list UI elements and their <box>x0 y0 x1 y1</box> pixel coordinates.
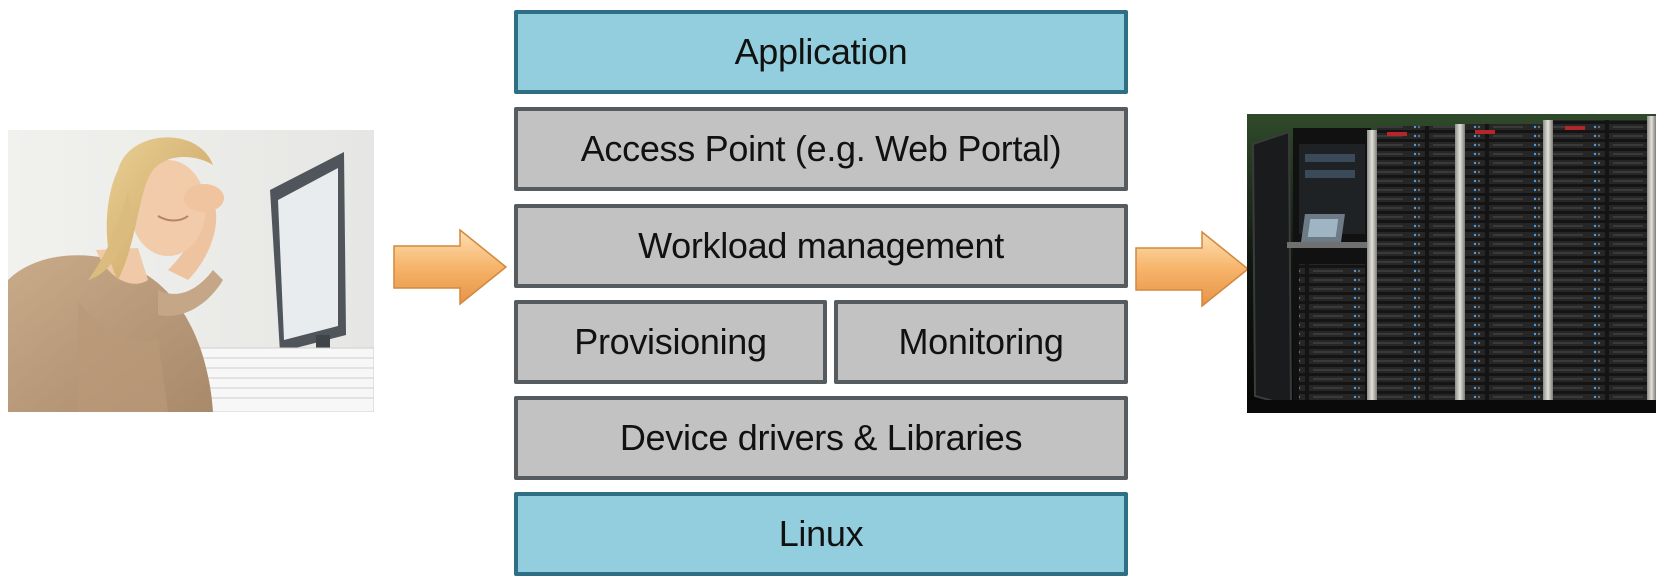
access-point-label: Access Point (e.g. Web Portal) <box>580 128 1062 169</box>
linux-layer: Linux <box>514 492 1128 576</box>
stressed-user-photo <box>8 130 374 412</box>
right-arrow-icon <box>1135 230 1250 308</box>
monitoring-layer: Monitoring <box>834 300 1128 384</box>
access-point-layer: Access Point (e.g. Web Portal) <box>514 107 1128 191</box>
device-drivers-label: Device drivers & Libraries <box>619 417 1023 458</box>
linux-label: Linux <box>778 513 864 554</box>
device-drivers-layer: Device drivers & Libraries <box>514 396 1128 480</box>
workload-management-label: Workload management <box>638 225 1004 266</box>
monitoring-label: Monitoring <box>898 321 1064 362</box>
right-arrow-icon <box>393 228 508 306</box>
provisioning-label: Provisioning <box>574 321 767 362</box>
server-racks-photo <box>1247 114 1656 413</box>
application-layer: Application <box>514 10 1128 94</box>
application-label: Application <box>734 31 908 72</box>
provisioning-layer: Provisioning <box>514 300 827 384</box>
workload-management-layer: Workload management <box>514 204 1128 288</box>
